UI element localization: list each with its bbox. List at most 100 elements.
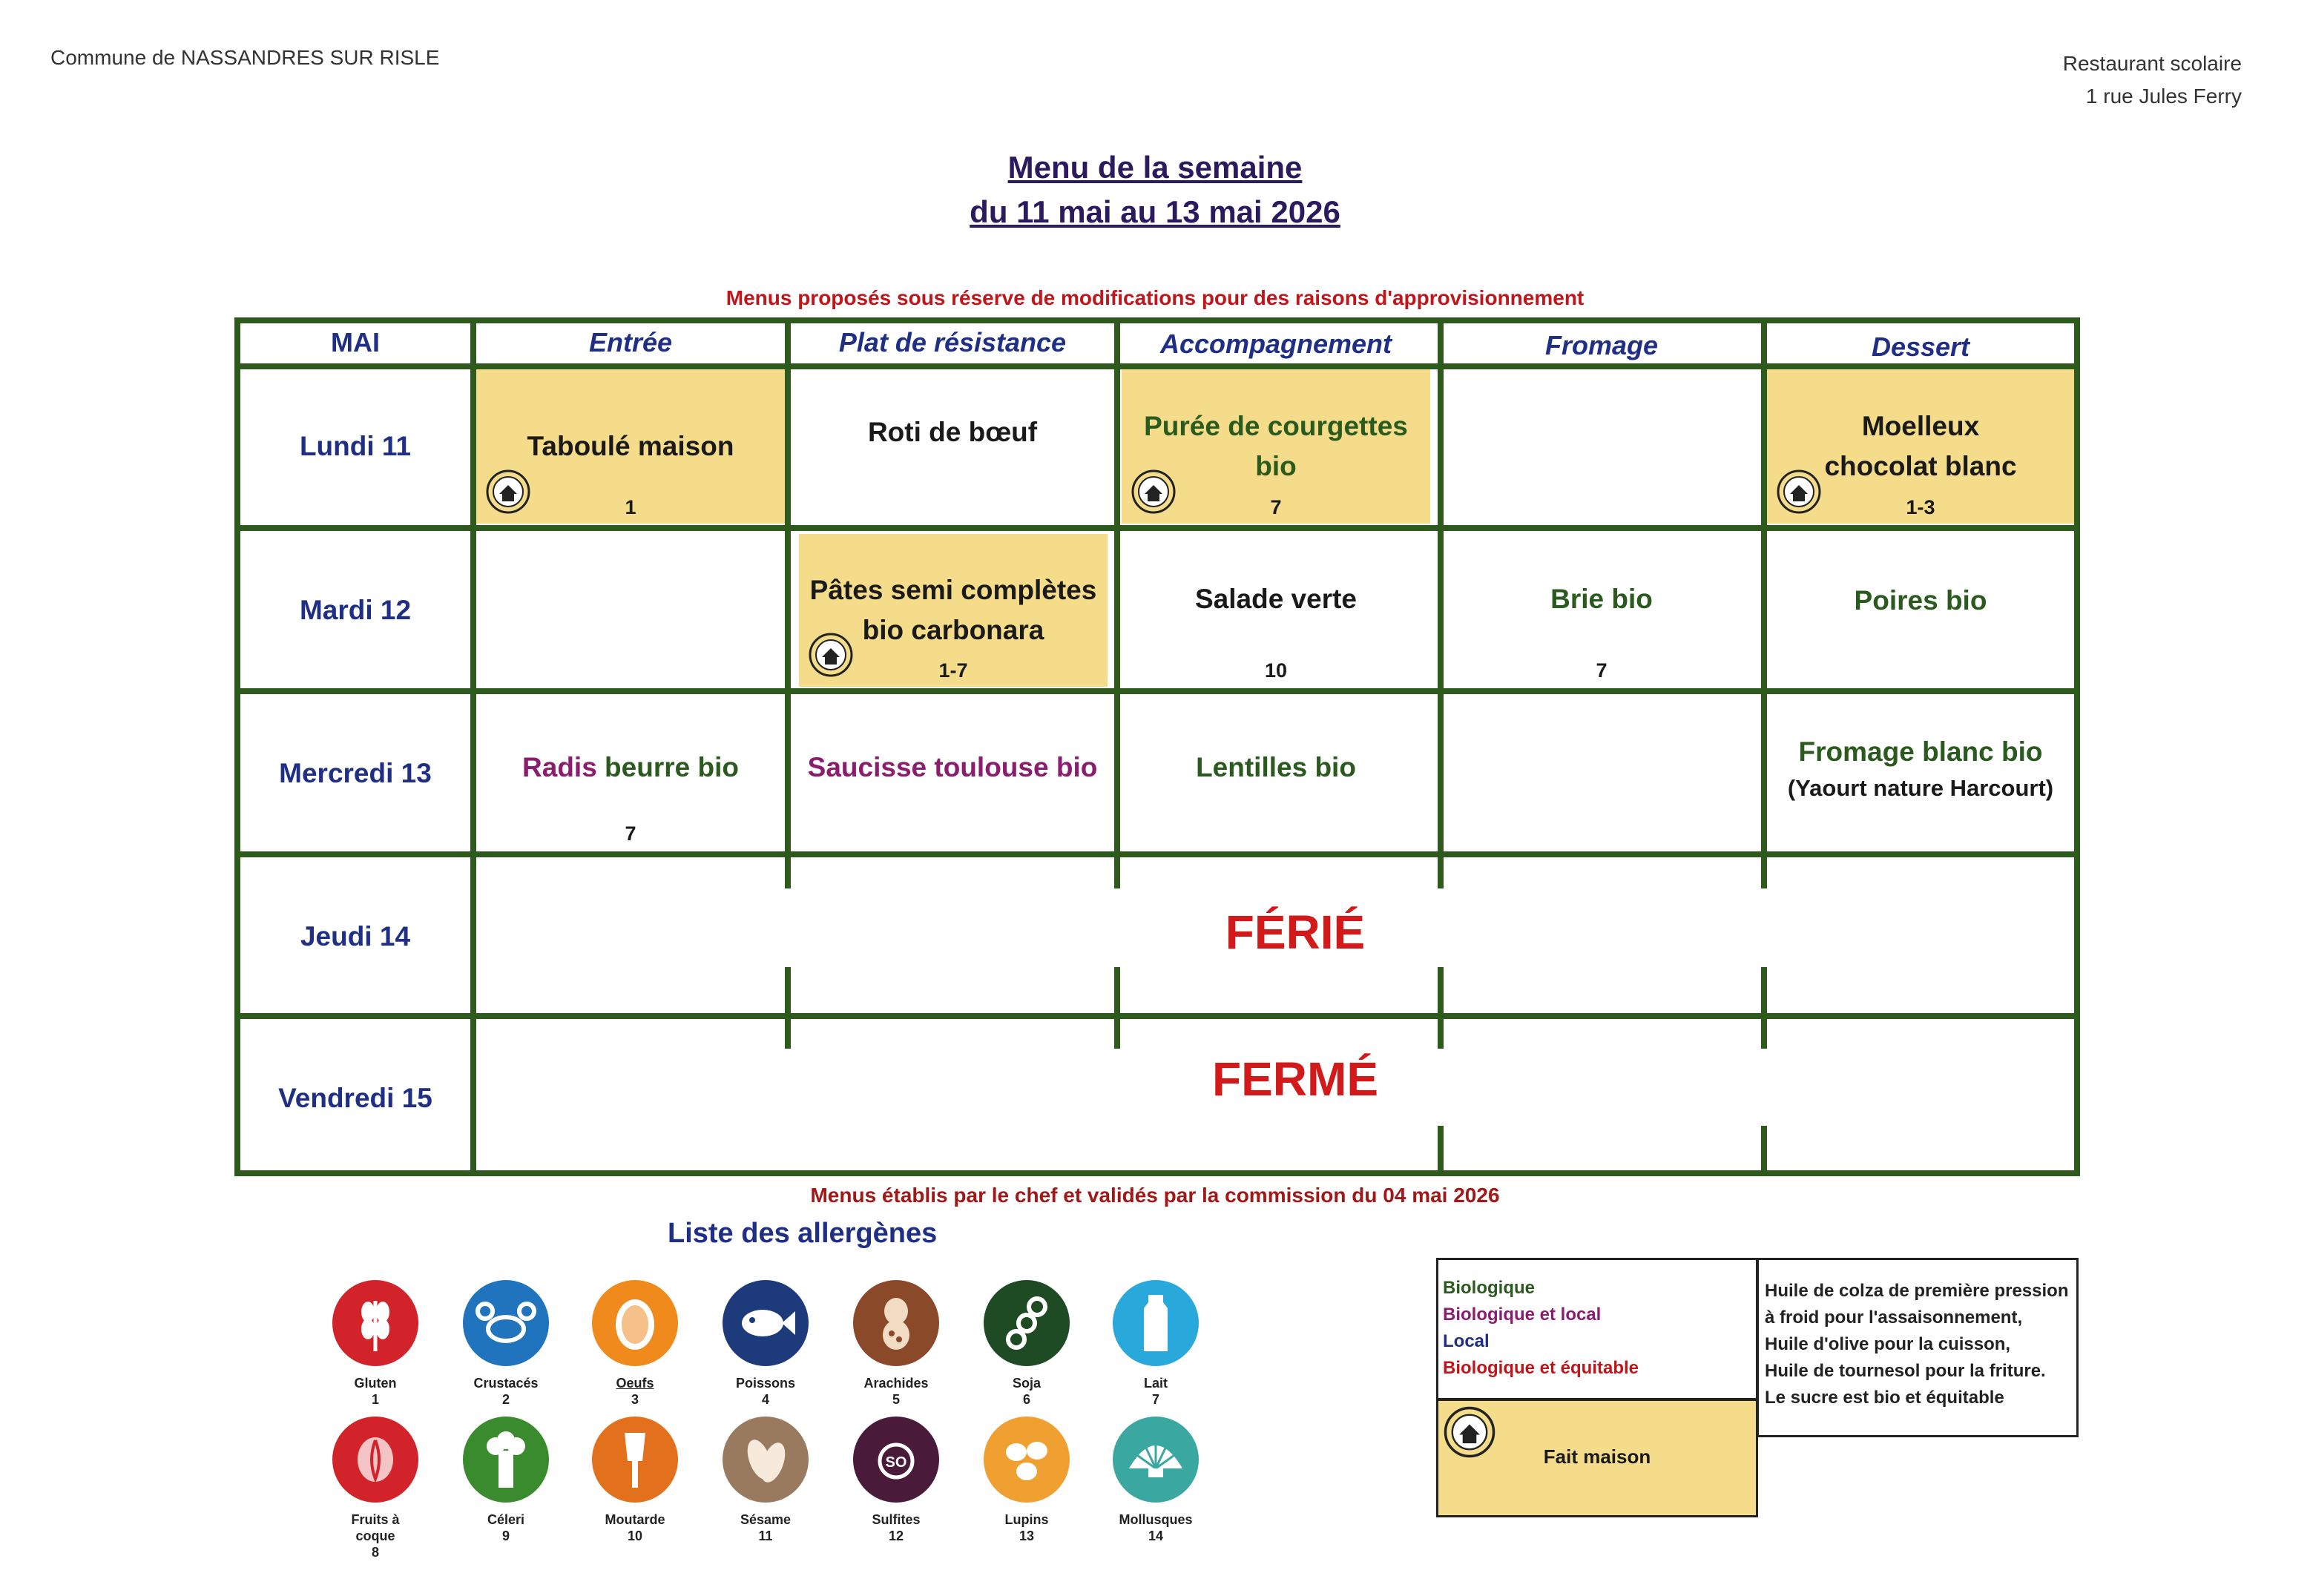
dish-poires: Poires bio [1854,585,1987,616]
allergen-number: 14 [1148,1529,1164,1543]
allergen-number: 2 [501,1392,510,1407]
dish-roti: Roti de bœuf [867,417,1038,447]
oils-note-line: Huile de tournesol pour la friture. [1765,1361,2046,1381]
shell-icon [1113,1417,1199,1503]
nut-icon [332,1417,418,1503]
grid-line [1438,967,1444,1049]
allergen-name: Fruits à coque [351,1512,400,1543]
egg-icon [592,1280,678,1366]
allergen-number: 10 [627,1529,643,1543]
oils-note-line: Huile d'olive pour la cuisson, [1765,1334,2011,1354]
fait-maison-icon [486,469,530,514]
grid-line [1114,967,1120,1049]
col-header-dessert: Dessert [1871,332,1970,362]
dish-pates-line-2: bio carbonara [862,615,1044,645]
allergen-number: 6 [1022,1392,1030,1407]
dish-radis-part-2: beurre bio [596,752,739,782]
col-header-accompagnement: Accompagnement [1159,329,1392,359]
allergen-sulfites: SO Sulfites 12 [852,1415,941,1544]
allergen-name: Lupins [1004,1512,1049,1527]
allergen-moutarde: Moutarde 10 [590,1415,679,1544]
grid-line [234,525,2080,531]
legend-fait-maison: Fait maison [1436,1399,1758,1517]
col-header-entree: Entrée [588,327,673,357]
page-title: Menu de la semaine du 11 mai au 13 mai 2… [0,145,2310,234]
dish-radis: Radis beurre bio [522,748,739,788]
allergen-name: Sulfites [872,1512,921,1527]
cell-mercredi-plat: Saucisse toulouse bio [791,697,1114,850]
allergen-number: 9 [501,1529,510,1543]
grid-line [1761,967,1767,1049]
allergen-name: Soja [1012,1376,1041,1391]
allergen-name: Lait [1143,1376,1168,1391]
grid-line [234,688,2080,694]
allergen-name: Crustacés [473,1376,539,1391]
grid-line [470,317,476,1176]
day-vendredi: Vendredi 15 [278,1083,432,1113]
allergen-code: 1-7 [938,659,968,682]
grid-line [234,363,2080,369]
allergen-fruits-a-coque: Fruits à coque 8 [331,1415,420,1560]
milk-icon [1113,1280,1199,1366]
celery-icon [463,1417,549,1503]
legend-local: Local [1443,1331,1490,1351]
grid-line [1761,1126,1767,1176]
title-line-2: du 11 mai au 13 mai 2026 [970,194,1340,229]
dish-puree-line-2: bio [1255,451,1297,481]
allergen-number: 12 [888,1529,904,1543]
allergen-code: 1 [625,496,636,518]
cell-mercredi-accomp: Lentilles bio [1122,697,1430,850]
grid-line [234,317,2080,323]
allergen-name: Poissons [735,1376,796,1391]
dish-brie: Brie bio [1550,584,1653,614]
day-jeudi: Jeudi 14 [300,921,411,952]
allergen-code: 7 [625,822,636,845]
cell-lundi-plat: Roti de bœuf [791,369,1114,495]
restaurant-name: Restaurant scolaire [2062,52,2242,75]
allergen-code: 10 [1264,659,1288,682]
validation-note: Menus établis par le chef et validés par… [810,1184,1500,1207]
dish-moelleux-line-1: Moelleux [1861,411,1980,441]
grid-line [785,317,791,888]
cell-mercredi-entree: Radis beurre bio 7 [476,697,785,850]
allergen-number: 1 [371,1392,379,1407]
closed-label: FERMÉ [1212,1052,1378,1106]
allergen-name: Oeufs [616,1376,654,1391]
grid-line [234,317,240,1176]
allergen-code: 1-3 [1906,496,1935,518]
color-legend: Biologique Biologique et local Local Bio… [1436,1258,1758,1400]
sulfite-icon: SO [853,1417,939,1503]
holiday-label: FÉRIÉ [1225,906,1366,959]
fait-maison-icon [1777,469,1821,514]
oils-note-line: Le sucre est bio et équitable [1765,1388,2004,1408]
menu-table: Taboulé maison 1 Purée de courgettes bio… [234,317,2080,1176]
crab-icon [463,1280,549,1366]
title-line-1: Menu de la semaine [1007,150,1303,185]
allergens-title: Liste des allergènes [668,1218,938,1249]
soy-icon [984,1280,1070,1366]
allergen-name: Arachides [863,1376,929,1391]
allergen-number: 4 [761,1392,769,1407]
commune-name: Commune de NASSANDRES SUR RISLE [50,46,440,69]
col-header-plat: Plat de résistance [838,327,1067,357]
allergen-name: Moutarde [605,1512,665,1527]
allergen-code: 7 [1596,659,1608,682]
legend-bio: Biologique [1443,1278,1535,1298]
dish-moelleux-line-2: chocolat blanc [1824,451,2017,481]
allergen-number: 8 [371,1545,379,1560]
cell-mardi-fromage: Brie bio 7 [1444,534,1760,687]
grid-line [234,1013,2080,1019]
dish-radis-part-1: Radis [522,752,597,782]
cell-mardi-accomp: Salade verte 10 [1122,534,1430,687]
legend-bio-equitable: Biologique et équitable [1443,1358,1639,1378]
day-lundi: Lundi 11 [299,431,412,461]
svg-text:SO: SO [886,1454,907,1471]
